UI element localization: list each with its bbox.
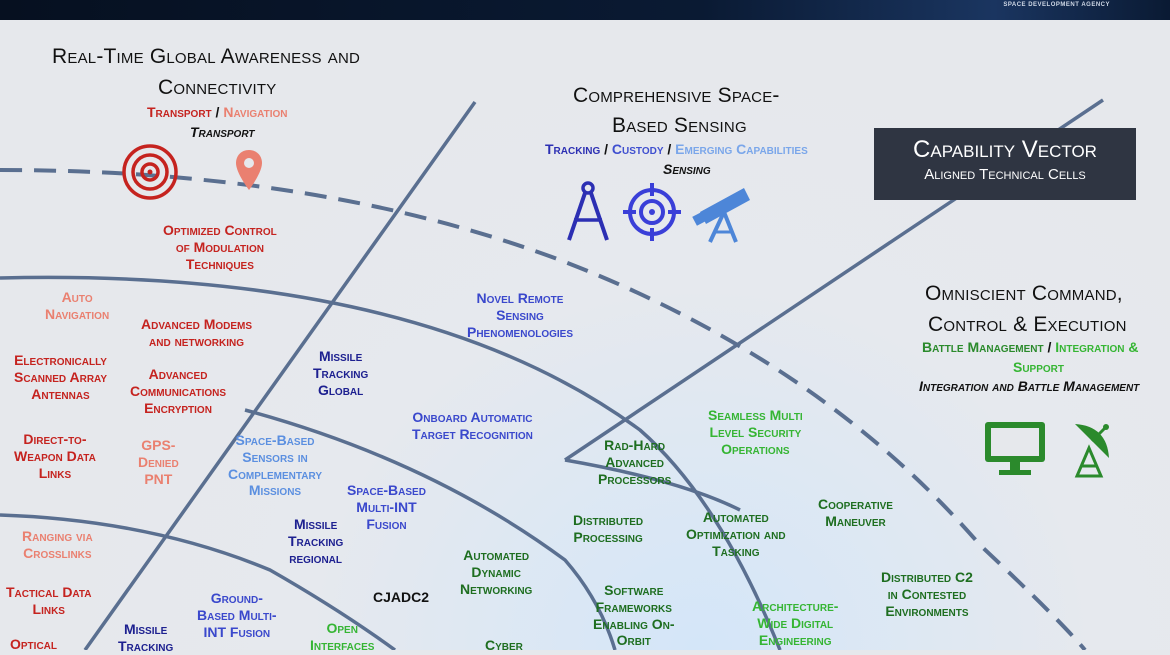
cell-cjadc2: CJADC2 (373, 589, 430, 605)
arc-middle (244, 408, 617, 650)
monitor-icon (985, 422, 1045, 475)
arc-inner (0, 513, 397, 650)
cell-optical: Optical (10, 636, 57, 652)
middle-subtitle: Tracking / Custody / Emerging Capabiliti… (545, 141, 808, 158)
right-title-line1: Omniscient Command, (925, 282, 1123, 305)
map-pin-icon (236, 150, 262, 190)
crosshair-icon (623, 183, 681, 241)
agency-name: SPACE DEVELOPMENT AGENCY (1003, 2, 1110, 8)
cell-ground-based-multi-int: Ground-Based Multi-INT Fusion (197, 590, 277, 640)
satellite-dish-icon (1074, 424, 1109, 478)
compass-icon (567, 181, 609, 241)
capability-subtitle: Aligned Technical Cells (924, 166, 1086, 183)
cell-cyber: Cyber (485, 637, 523, 653)
top-banner: SPACE DEVELOPMENT AGENCY (0, 0, 1170, 20)
middle-title-line1: Comprehensive Space- (573, 84, 780, 107)
sub-integration: Integration & (1055, 339, 1139, 355)
right-subtitle: Battle Management / Integration & (922, 339, 1139, 356)
left-subtitle: Transport / Navigation (147, 104, 288, 121)
sub-tracking: Tracking (545, 141, 601, 157)
sub-transport: Transport (147, 104, 212, 120)
left-title-line2: Connectivity (158, 76, 277, 99)
right-subtitle-support: Support (1013, 359, 1065, 375)
middle-subtitle-line2: Sensing (663, 161, 711, 177)
target-rings-icon (122, 144, 178, 200)
right-title-line2: Control & Execution (928, 313, 1127, 336)
sub-custody: Custody (611, 141, 664, 157)
left-subtitle-line2: Transport (190, 124, 255, 140)
sub-battle: Battle Management (922, 339, 1044, 355)
left-title-line1: Real-Time Global Awareness and (52, 45, 361, 68)
dashed-arc (0, 168, 1087, 650)
sub-navigation: Navigation (223, 104, 288, 120)
sub-slash: / (663, 141, 676, 157)
capability-title: Capability Vector (913, 136, 1097, 163)
right-subtitle-line3: Integration and Battle Management (919, 378, 1140, 394)
sub-slash: / (600, 141, 612, 157)
telescope-icon (692, 188, 750, 243)
middle-title-line2: Based Sensing (612, 114, 747, 137)
radial-line-left (83, 100, 477, 650)
arc-outer (0, 275, 782, 650)
sub-emerging: Emerging Capabilities (675, 141, 808, 157)
sub-slash: / (211, 104, 224, 120)
arc-lower-right (564, 458, 741, 512)
sub-slash: / (1043, 339, 1056, 355)
capability-vector-box: Capability Vector Aligned Technical Cell… (874, 128, 1136, 200)
